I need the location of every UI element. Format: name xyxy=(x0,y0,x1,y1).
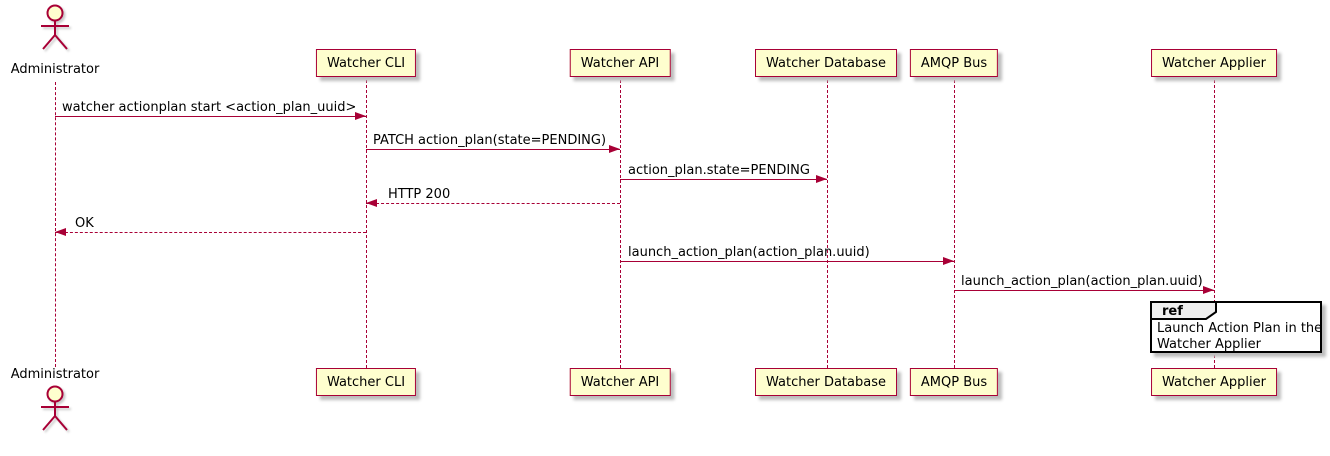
participant-amqp-bus-top: AMQP Bus xyxy=(909,49,999,77)
actor-label-top: Administrator xyxy=(10,62,100,77)
arrowhead-icon xyxy=(55,228,66,236)
arrowhead-icon xyxy=(1203,286,1214,294)
message-line xyxy=(55,232,366,233)
lifeline-watcher-applier xyxy=(1214,80,1215,368)
actor-icon xyxy=(35,3,75,59)
ref-text-line-1: Launch Action Plan in the xyxy=(1157,321,1323,336)
arrowhead-icon xyxy=(366,199,377,207)
participant-watcher-applier-bottom: Watcher Applier xyxy=(1151,368,1277,396)
lifeline-watcher-api xyxy=(620,80,621,368)
participant-watcher-applier-top: Watcher Applier xyxy=(1151,49,1277,77)
message-label: HTTP 200 xyxy=(388,187,451,202)
participant-watcher-cli-top: Watcher CLI xyxy=(315,49,417,77)
message-label: OK xyxy=(75,216,94,231)
ref-text-line-2: Watcher Applier xyxy=(1157,337,1261,352)
actor-icon xyxy=(35,384,75,440)
arrowhead-icon xyxy=(943,257,954,265)
participant-watcher-database-bottom: Watcher Database xyxy=(755,368,897,396)
lifeline-amqp-bus xyxy=(954,80,955,368)
message-line xyxy=(620,261,954,262)
participant-watcher-api-bottom: Watcher API xyxy=(569,368,671,396)
message-label: launch_action_plan(action_plan.uuid) xyxy=(628,245,870,260)
message-line xyxy=(55,116,366,117)
arrowhead-icon xyxy=(355,112,366,120)
message-label: watcher actionplan start <action_plan_uu… xyxy=(62,100,357,115)
lifeline-administrator xyxy=(55,82,56,367)
actor-label-bottom: Administrator xyxy=(10,367,100,382)
message-line xyxy=(366,203,620,204)
arrowhead-icon xyxy=(816,175,827,183)
participant-watcher-api-top: Watcher API xyxy=(569,49,671,77)
message-line xyxy=(954,290,1214,291)
message-line xyxy=(620,179,827,180)
ref-fragment: ref Launch Action Plan in the Watcher Ap… xyxy=(1150,301,1322,353)
participant-watcher-cli-bottom: Watcher CLI xyxy=(315,368,417,396)
message-label: launch_action_plan(action_plan.uuid) xyxy=(961,274,1203,289)
ref-keyword: ref xyxy=(1162,304,1183,319)
participant-amqp-bus-bottom: AMQP Bus xyxy=(909,368,999,396)
ref-tab xyxy=(1150,301,1220,325)
participant-watcher-database-top: Watcher Database xyxy=(755,49,897,77)
message-line xyxy=(366,149,620,150)
message-label: PATCH action_plan(state=PENDING) xyxy=(373,133,607,148)
arrowhead-icon xyxy=(609,145,620,153)
lifeline-watcher-cli xyxy=(366,80,367,368)
message-label: action_plan.state=PENDING xyxy=(628,163,810,178)
lifeline-watcher-database xyxy=(827,80,828,368)
